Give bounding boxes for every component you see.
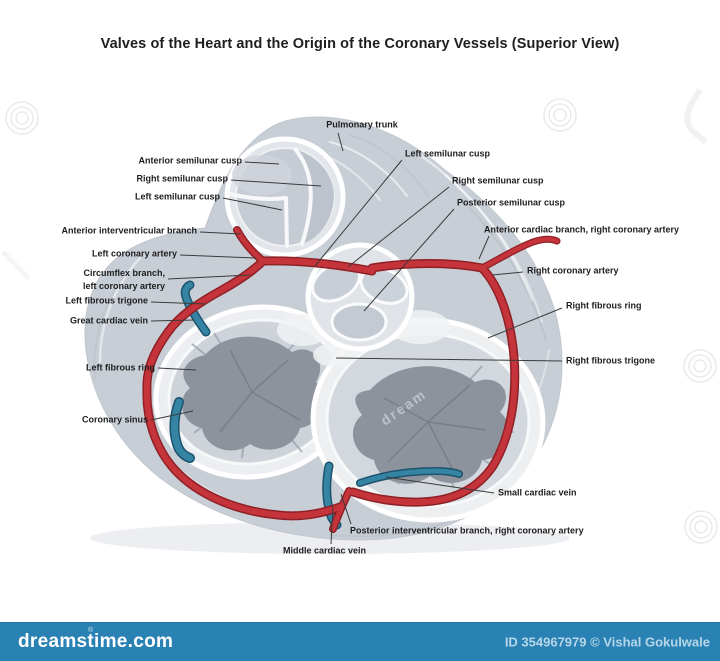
leader-right-fibrous-ring — [487, 307, 563, 339]
leader-left-fibrous-trigone — [150, 301, 207, 305]
leader-left-fibrous-ring — [157, 367, 197, 371]
image-id-credit: ID 354967979 © Vishal Gokulwale — [504, 634, 710, 650]
label-pulmonary-trunk: Pulmonary trunk — [326, 119, 398, 130]
label-left-semilunar-cusp-pulmonary: Left semilunar cusp — [134, 191, 220, 202]
label-anterior-cardiac-branch: Anterior cardiac branch, right coronary … — [484, 224, 680, 235]
registered-mark: ® — [88, 627, 94, 634]
leader-left-semilunar-cusp-aortic — [314, 159, 403, 267]
label-great-cardiac-vein: Great cardiac vein — [69, 315, 148, 326]
leader-right-semilunar-cusp-pulmonary — [230, 179, 322, 187]
label-left-semilunar-cusp-aortic: Left semilunar cusp — [405, 148, 491, 159]
label-posterior-semilunar-cusp: Posterior semilunar cusp — [457, 197, 566, 208]
leader-middle-cardiac-vein — [330, 505, 334, 545]
label-coronary-sinus: Coronary sinus — [81, 414, 148, 425]
leader-left-coronary-artery — [179, 254, 257, 259]
dreamstime-logo: dreamstime.com — [18, 631, 174, 652]
leader-posterior-semilunar-cusp — [363, 208, 455, 312]
watermark-marks — [1, 88, 718, 544]
leader-posterior-interventricular-branch — [340, 493, 352, 525]
leader-anterior-interventricular-branch — [199, 231, 242, 235]
label-right-fibrous-ring: Right fibrous ring — [566, 300, 642, 311]
leader-right-coronary-artery — [491, 271, 524, 276]
label-right-semilunar-cusp-pulmonary: Right semilunar cusp — [136, 173, 228, 184]
label-left-coronary-artery: Left coronary artery — [91, 248, 177, 259]
leader-anterior-cardiac-branch — [478, 235, 490, 260]
pulmonary-valve — [224, 136, 346, 258]
leader-left-semilunar-cusp-pulmonary — [222, 197, 283, 211]
label-anterior-interventricular-branch: Anterior interventricular branch — [61, 225, 197, 236]
leader-coronary-sinus — [150, 410, 194, 421]
leader-anterior-semilunar-cusp — [244, 161, 280, 165]
label-right-semilunar-cusp-aortic: Right semilunar cusp — [452, 175, 544, 186]
label-left-fibrous-ring: Left fibrous ring — [86, 362, 155, 373]
coronary-arteries — [142, 226, 561, 533]
leader-circumflex-branch — [167, 274, 251, 280]
tricuspid-chordae: dream — [352, 365, 515, 489]
label-middle-cardiac-vein: Middle cardiac vein — [283, 545, 367, 556]
watermark-footer-bar: dreamstime.com ® ID 354967979 © Vishal G… — [0, 622, 720, 661]
leader-right-semilunar-cusp-aortic — [347, 186, 450, 268]
label-posterior-interventricular-branch: Posterior interventricular branch, right… — [350, 525, 584, 536]
label-small-cardiac-vein: Small cardiac vein — [498, 487, 577, 498]
label-right-fibrous-trigone: Right fibrous trigone — [566, 355, 655, 366]
leader-right-fibrous-trigone — [335, 357, 563, 362]
mitral-chordae — [181, 332, 331, 459]
leader-pulmonary-trunk — [337, 132, 344, 152]
label-right-coronary-artery: Right coronary artery — [527, 265, 619, 276]
diagram-title: Valves of the Heart and the Origin of th… — [100, 36, 620, 52]
aortic-valve — [305, 242, 415, 352]
label-circumflex-branch: Circumflex branch, left coronary artery — [82, 267, 165, 291]
leader-great-cardiac-vein — [150, 319, 195, 322]
label-left-fibrous-trigone: Left fibrous trigone — [65, 295, 149, 306]
leader-small-cardiac-vein — [385, 476, 495, 494]
label-anterior-semilunar-cusp: Anterior semilunar cusp — [138, 155, 242, 166]
